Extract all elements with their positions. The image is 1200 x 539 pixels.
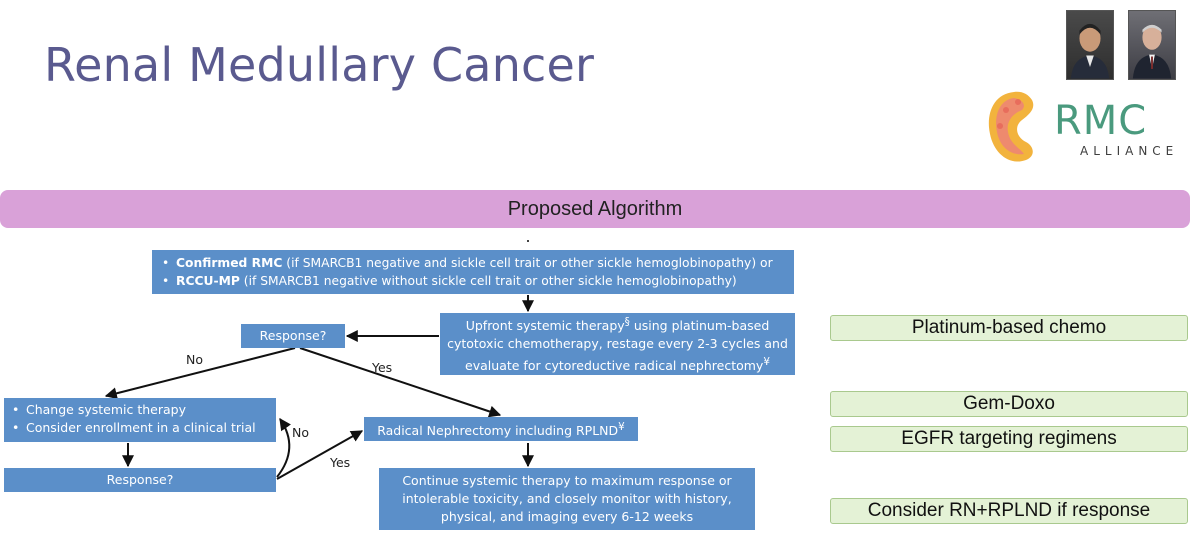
presenter-photo	[1128, 10, 1176, 80]
change-therapy-box: Change systemic therapy Consider enrollm…	[4, 398, 276, 442]
logo-subtitle: ALLIANCE	[1080, 144, 1179, 158]
label-no-top: No	[186, 352, 203, 367]
label-yes-bottom: Yes	[330, 455, 351, 470]
presenter-photo	[1066, 10, 1114, 80]
list-item: Consider enrollment in a clinical trial	[8, 419, 272, 437]
rmc-alliance-logo: RMC ALLIANCE	[984, 88, 1192, 174]
list-item: Confirmed RMC (if SMARCB1 negative and s…	[158, 254, 788, 272]
list-item: RCCU-MP (if SMARCB1 negative without sic…	[158, 272, 788, 290]
radical-nephrectomy-box: Radical Nephrectomy including RPLND¥	[364, 417, 638, 441]
person-icon	[1070, 23, 1110, 79]
slide-title: Renal Medullary Cancer	[44, 38, 595, 92]
arrow-loop-no	[276, 418, 292, 478]
label-no-loop: No	[292, 425, 309, 440]
confirmed-rmc-box: Confirmed RMC (if SMARCB1 negative and s…	[152, 250, 794, 294]
section-banner: Proposed Algorithm	[0, 190, 1190, 228]
stray-dot	[527, 240, 529, 242]
list-item: Change systemic therapy	[8, 401, 272, 419]
sidebar-label-egfr: EGFR targeting regimens	[830, 426, 1188, 452]
person-icon	[1132, 24, 1172, 79]
label-yes-top: Yes	[372, 360, 393, 375]
kidney-logo-icon	[988, 91, 1034, 162]
sidebar-label-rn-rplnd: Consider RN+RPLND if response	[830, 498, 1188, 524]
continue-therapy-box: Continue systemic therapy to maximum res…	[379, 468, 755, 530]
response-box-top: Response?	[241, 324, 345, 348]
logo-text: RMC	[1054, 98, 1148, 144]
sidebar-label-platinum: Platinum-based chemo	[830, 315, 1188, 341]
response-box-bottom: Response?	[4, 468, 276, 492]
sidebar-label-gem-doxo: Gem-Doxo	[830, 391, 1188, 417]
upfront-therapy-box: Upfront systemic therapy§ using platinum…	[440, 313, 795, 375]
